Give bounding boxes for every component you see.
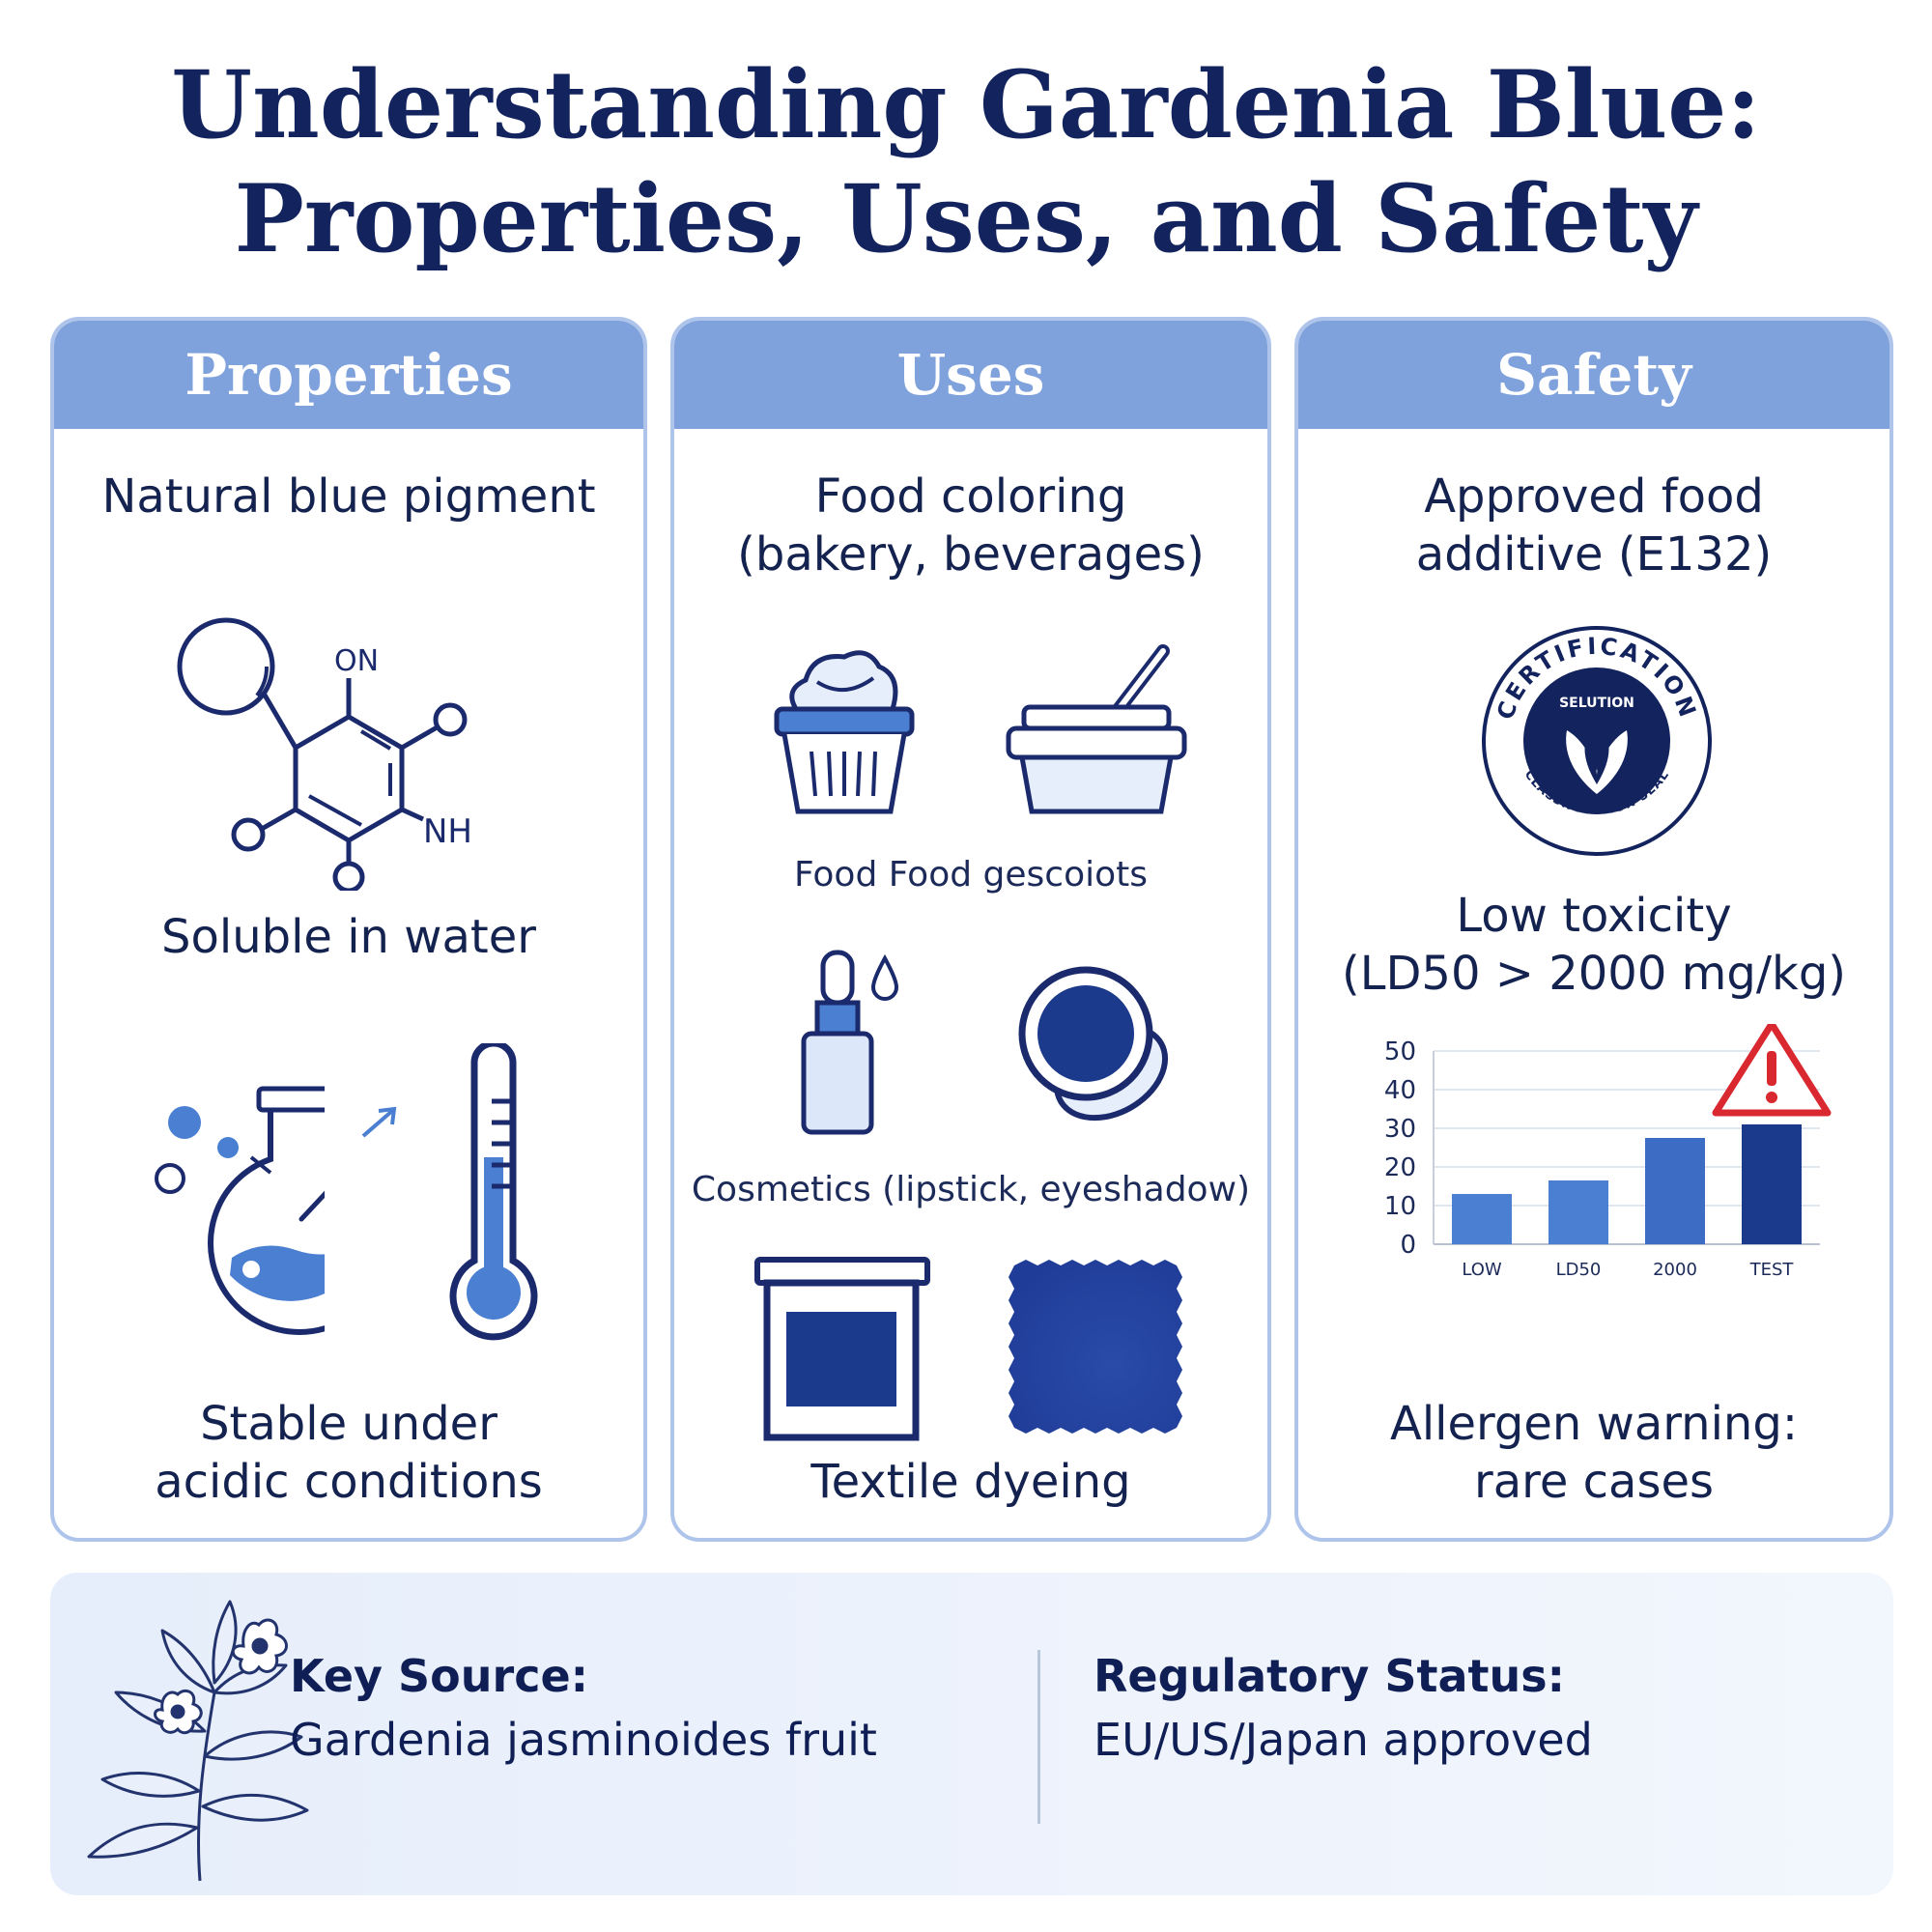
food-coloring-line1: Food coloring (814, 469, 1127, 524)
thermometer-icon (449, 1043, 538, 1341)
allergen-warning-line2: rare cases (1474, 1455, 1714, 1509)
fabric-press-icon (754, 1257, 930, 1441)
page-title: Understanding Gardenia Blue: Properties,… (0, 48, 1932, 276)
approved-additive-line2: additive (E132) (1415, 527, 1773, 582)
chart-xtick-label: LD50 (1556, 1260, 1602, 1280)
seal-center-text: SELUTION (1559, 696, 1634, 711)
gardenia-plant-icon (87, 1600, 309, 1882)
chart-bar (1645, 1138, 1705, 1244)
chart-bar (1742, 1124, 1802, 1244)
uses-header: Uses (674, 321, 1267, 429)
stable-acidic-text-line1: Stable under (200, 1397, 497, 1451)
molecule-label-nh: NH (423, 812, 472, 851)
safety-panel: Safety Approved food additive (E132) CER… (1294, 317, 1893, 1542)
soluble-text: Soluble in water (161, 910, 536, 964)
chart-ytick-label: 40 (1384, 1076, 1416, 1105)
chart-xtick-label: 2000 (1653, 1260, 1697, 1280)
flask-icon (155, 1086, 325, 1335)
page-title-line1: Understanding Gardenia Blue: (171, 50, 1761, 159)
textile-swatch-icon (1009, 1260, 1182, 1434)
chart-ytick-label: 0 (1400, 1231, 1416, 1260)
allergen-warning-line1: Allergen warning: (1390, 1397, 1798, 1451)
regulatory-status-label: Regulatory Status: (1094, 1650, 1566, 1702)
footer-panel: Key Source: Gardenia jasminoides fruit R… (50, 1573, 1893, 1895)
regulatory-status-value: EU/US/Japan approved (1094, 1714, 1593, 1766)
chart-ytick-label: 20 (1384, 1153, 1416, 1182)
key-source-value: Gardenia jasminoides fruit (290, 1714, 877, 1766)
food-coloring-line2: (bakery, beverages) (737, 527, 1205, 582)
footer-divider (1037, 1650, 1040, 1824)
eyeshadow-compact-icon (1018, 966, 1169, 1122)
molecule-icon: ON NH (177, 617, 472, 891)
chart-xtick-label: TEST (1749, 1260, 1795, 1280)
certification-seal-icon: CERTIFICATION CLASSIFICATION SEAL SELUTI… (1482, 626, 1712, 856)
page-title-line2: Properties, Uses, and Safety (234, 164, 1698, 273)
properties-header: Properties (54, 321, 643, 429)
low-toxicity-line2: (LD50 > 2000 mg/kg) (1341, 947, 1847, 1001)
chart-ytick-label: 50 (1384, 1037, 1416, 1066)
warning-triangle-icon (1712, 1024, 1832, 1117)
uses-panel: Uses Food coloring (bakery, beverages) F… (670, 317, 1271, 1542)
cupcake-icon (774, 650, 915, 814)
safety-header: Safety (1298, 321, 1889, 429)
arrow-up-icon (361, 1106, 397, 1138)
properties-panel: Properties Natural blue pigment ON NH So… (50, 317, 647, 1542)
chart-ytick-label: 30 (1384, 1115, 1416, 1144)
lipstick-icon (801, 950, 899, 1135)
textile-dyeing-text: Textile dyeing (810, 1455, 1131, 1509)
cosmetics-caption: Cosmetics (lipstick, eyeshadow) (691, 1170, 1251, 1209)
chart-ytick-label: 10 (1384, 1192, 1416, 1221)
chart-bar (1452, 1194, 1512, 1244)
molecule-label-on: ON (334, 644, 379, 678)
stable-acidic-text-line2: acidic conditions (155, 1455, 543, 1509)
natural-pigment-text: Natural blue pigment (101, 469, 596, 524)
approved-additive-line1: Approved food (1424, 469, 1764, 524)
dessert-cup-icon (1006, 644, 1187, 814)
key-source-label: Key Source: (290, 1650, 589, 1702)
chart-xtick-label: LOW (1462, 1260, 1502, 1280)
food-products-caption: Food Food gescoiots (793, 855, 1148, 895)
chart-bar (1548, 1180, 1608, 1244)
low-toxicity-line1: Low toxicity (1456, 889, 1732, 943)
